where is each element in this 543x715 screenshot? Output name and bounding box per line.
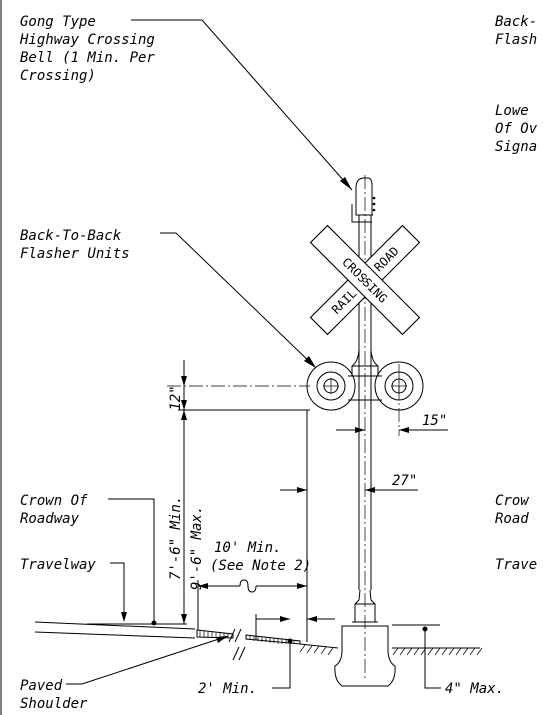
bell-label-line4: Crossing) bbox=[20, 68, 96, 84]
ground-line bbox=[299, 643, 483, 656]
right-lower-label-line1: Lowe bbox=[495, 103, 529, 119]
paved-shoulder bbox=[196, 628, 301, 661]
flasher-label-line1: Back-To-Back bbox=[20, 228, 122, 244]
right-lower-label-line3: Signa bbox=[495, 139, 537, 155]
flasher-leader bbox=[160, 232, 317, 369]
crown-leader bbox=[108, 498, 155, 622]
paved-label-line1: Paved bbox=[20, 678, 63, 694]
dim-see-note-text: (See Note 2) bbox=[210, 558, 311, 574]
dim-10-ft-min: 10' Min. (See Note 2) bbox=[197, 540, 311, 630]
dim-12-text: 12" bbox=[168, 385, 184, 410]
right-flasher-label-line2: Flash bbox=[495, 32, 537, 48]
dim-clearance-height: 7'-6" Min. 9'-6" Max. bbox=[168, 410, 205, 624]
dim-10-ft-text: 10' Min. bbox=[214, 540, 281, 556]
gong-bell bbox=[351, 177, 376, 223]
left-flasher-unit bbox=[306, 361, 356, 411]
flasher-support bbox=[348, 349, 382, 401]
right-travel-label: Trave bbox=[495, 557, 537, 573]
bell-label-line3: Bell (1 Min. Per bbox=[20, 50, 155, 66]
travelway-label: Travelway bbox=[20, 557, 96, 573]
crown-label-line2: Roadway bbox=[20, 511, 80, 527]
paved-shoulder-leader-arrowhead bbox=[216, 636, 228, 643]
dim-12-inch: 12" bbox=[168, 360, 187, 411]
paved-shoulder-leader bbox=[66, 635, 229, 685]
dim-2-ft-min: 2' Min. bbox=[198, 614, 335, 697]
bell-label: Gong Type Highway Crossing Bell (1 Min. … bbox=[19, 14, 155, 84]
right-flasher-label-line1: Back- bbox=[495, 14, 537, 30]
right-crown-label-line1: Crow bbox=[495, 493, 529, 509]
crown-label: Crown Of Roadway bbox=[20, 493, 88, 527]
flasher-label: Back-To-Back Flasher Units bbox=[20, 228, 130, 262]
bell-leader bbox=[131, 19, 353, 191]
flasher-label-line2: Flasher Units bbox=[20, 246, 130, 262]
crown-label-line1: Crown Of bbox=[20, 493, 88, 509]
bell-leader-arrowhead bbox=[340, 177, 352, 190]
dim-15-inch: 15" bbox=[336, 413, 448, 433]
dim-height-max-text: 9'-6" Max. bbox=[189, 506, 205, 590]
right-lower-label-line2: Of Ov bbox=[495, 121, 538, 137]
bell-label-line1: Gong Type bbox=[20, 14, 96, 30]
roadway-surface bbox=[34, 621, 196, 639]
dim-4-inch-text: 4" Max. bbox=[445, 681, 504, 697]
signal-base bbox=[334, 589, 396, 687]
travelway-leader bbox=[110, 562, 125, 620]
flasher-leader-arrowhead bbox=[304, 356, 316, 368]
travelway-leader-arrowhead bbox=[121, 612, 127, 622]
concrete-foundation bbox=[334, 625, 396, 687]
crown-leader-dot bbox=[151, 620, 157, 626]
break-marks bbox=[228, 628, 246, 661]
right-crown-label-line2: Road bbox=[495, 511, 529, 527]
dim-27-text: 27" bbox=[392, 473, 417, 489]
paved-label-line2: Shoulder bbox=[20, 696, 88, 712]
dim-2-ft-text: 2' Min. bbox=[198, 681, 257, 697]
dim-27-inch: 27" bbox=[280, 473, 418, 493]
dim-4-inch-max: 4" Max. bbox=[392, 624, 504, 697]
dim-height-min-text: 7'-6" Min. bbox=[168, 496, 184, 580]
dim-15-text: 15" bbox=[422, 413, 447, 429]
paved-shoulder-label: Paved Shoulder bbox=[20, 678, 88, 712]
bell-label-line2: Highway Crossing bbox=[19, 32, 155, 48]
